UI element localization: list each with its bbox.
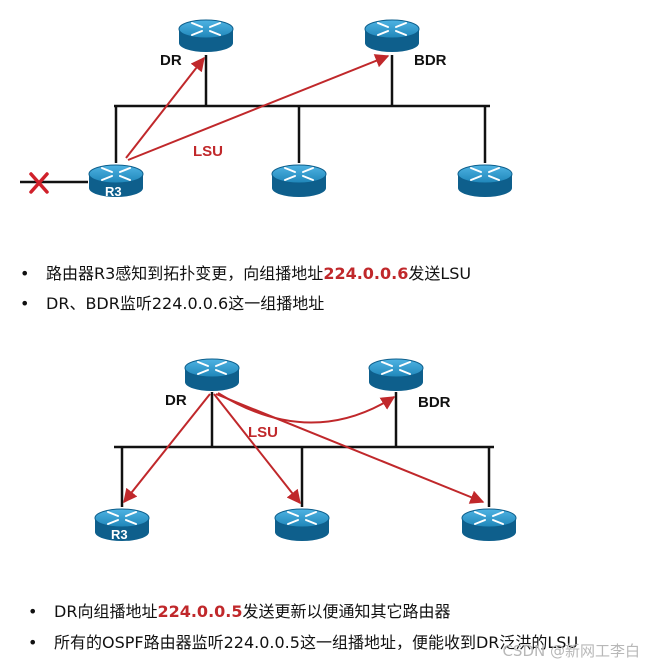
bullet-dot: •	[20, 294, 30, 313]
bullet-item: • DR向组播地址224.0.0.5发送更新以便通知其它路由器	[28, 598, 451, 622]
router-icon	[274, 508, 330, 542]
bullet-text-end: 发送更新以便通知其它路由器	[242, 602, 451, 621]
bullet-dot: •	[28, 602, 38, 621]
r3-label: R3	[111, 527, 128, 542]
bus-line-2	[114, 392, 494, 507]
dr-router-icon	[178, 19, 234, 53]
lsu-label: LSU	[248, 424, 278, 441]
bus-line-1	[114, 55, 490, 163]
link-failure-x-icon	[29, 172, 49, 194]
bdr-label: BDR	[418, 394, 451, 411]
bdr-label: BDR	[414, 52, 447, 69]
router-icon	[271, 164, 327, 198]
router-icon	[461, 508, 517, 542]
bullet-text: DR向组播地址	[54, 602, 158, 621]
diagram-1: DR BDR LSU R3	[20, 19, 513, 199]
bullet-text: 所有的OSPF路由器监听224.0.0.5这一组播地址，便能收到DR泛洪的LSU	[54, 633, 579, 652]
watermark: CSDN @新网工李白	[502, 642, 640, 660]
dr-label: DR	[160, 52, 182, 69]
bdr-router-icon	[364, 19, 420, 53]
bullet-dot: •	[28, 633, 38, 652]
bullet-text-end: 发送LSU	[408, 264, 472, 283]
router-icon	[457, 164, 513, 198]
bullet-item: • 所有的OSPF路由器监听224.0.0.5这一组播地址，便能收到DR泛洪的LS…	[28, 629, 578, 653]
r3-label: R3	[105, 184, 122, 199]
bullet-text: DR、BDR监听224.0.0.6这一组播地址	[46, 294, 325, 313]
lsu-arrows-2	[123, 392, 485, 505]
lsu-arrows-1	[125, 54, 390, 161]
bullet-text: 路由器R3感知到拓扑变更，向组播地址	[46, 264, 324, 283]
bullet-highlight: 224.0.0.6	[323, 264, 409, 283]
bullet-highlight: 224.0.0.5	[157, 602, 243, 621]
dr-router-icon	[184, 358, 240, 392]
dr-label: DR	[165, 392, 187, 409]
bullet-item: • DR、BDR监听224.0.0.6这一组播地址	[20, 290, 324, 314]
bullet-item: • 路由器R3感知到拓扑变更，向组播地址224.0.0.6发送LSU	[20, 260, 471, 284]
bullet-dot: •	[20, 264, 30, 283]
diagram-2: DR BDR LSU R3	[94, 358, 517, 542]
bdr-router-icon	[368, 358, 424, 392]
lsu-label: LSU	[193, 143, 223, 160]
